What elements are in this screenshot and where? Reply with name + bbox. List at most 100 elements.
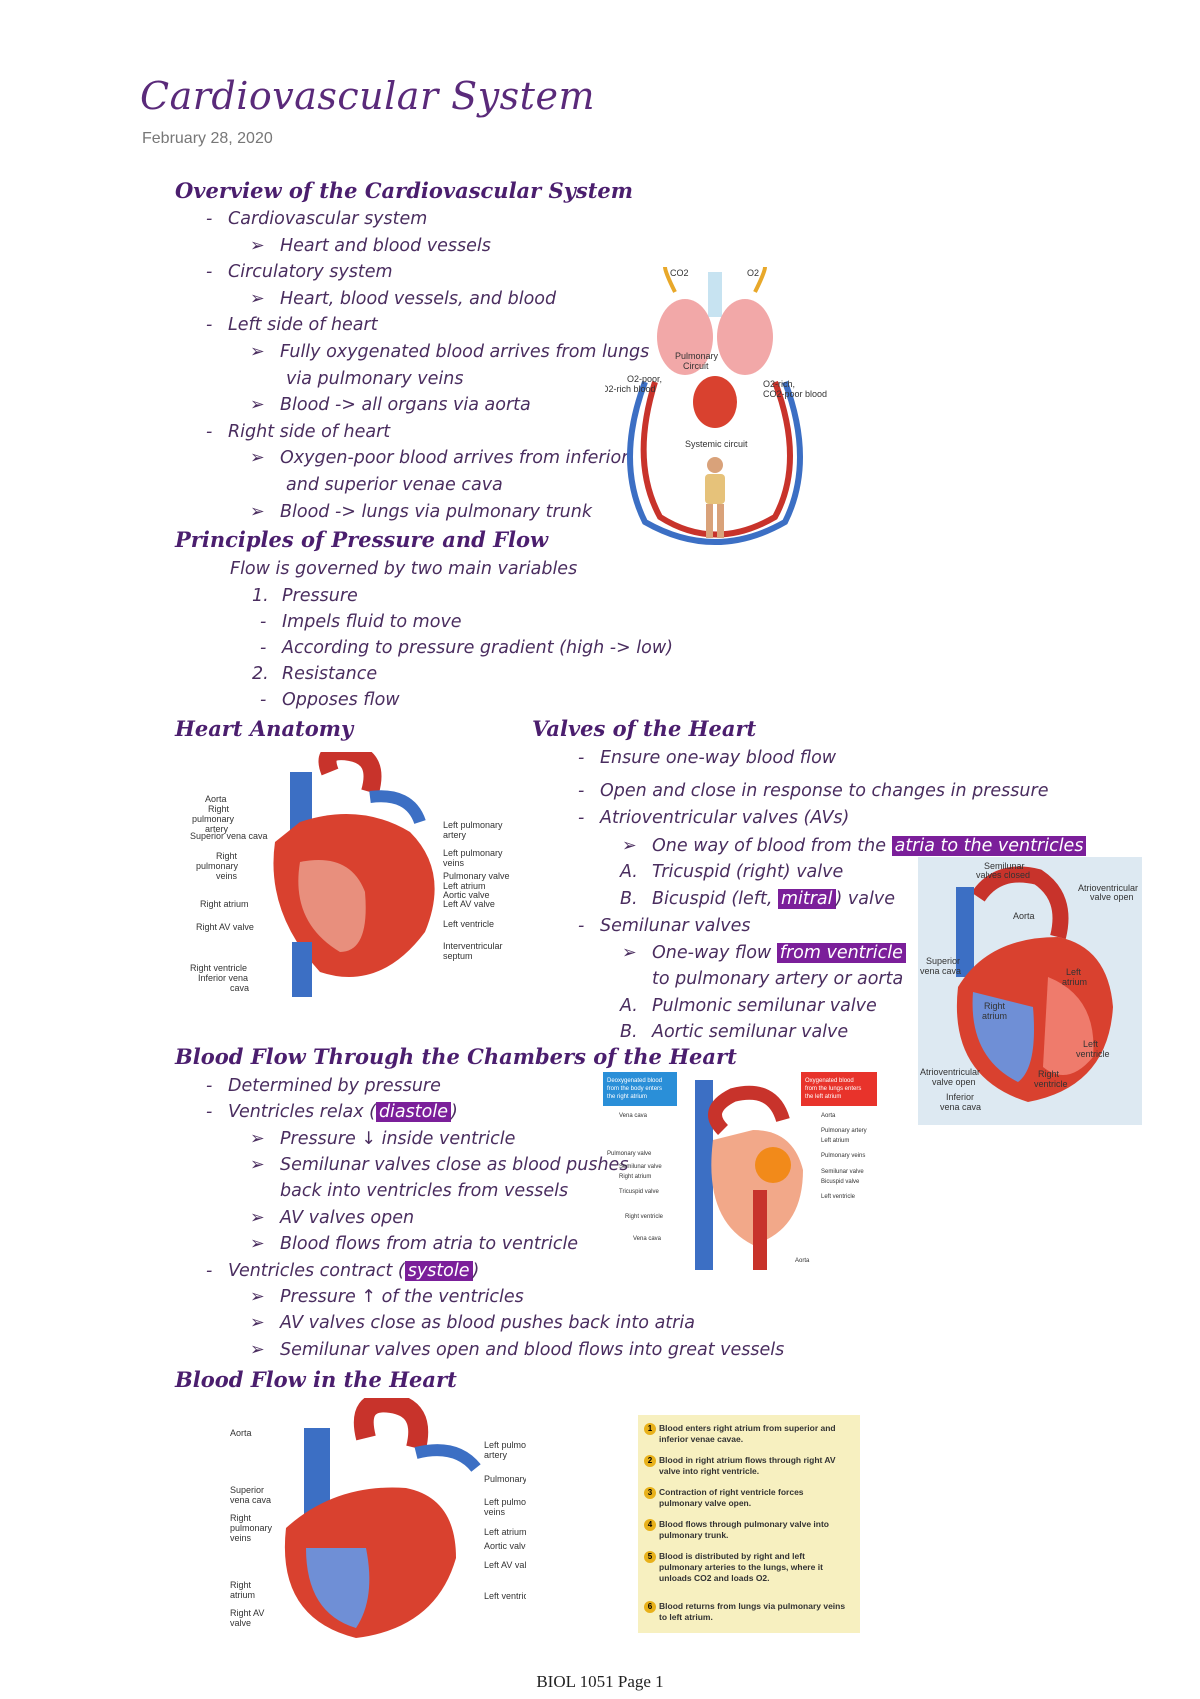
left-ventricle-highlight [755,1147,791,1183]
bf-left-atrium: Left atrium [484,1527,526,1537]
dash: - [260,638,267,658]
vfig-ra-2: atrium [982,1011,1007,1021]
label-right-pv-1: Right [216,851,238,861]
arrow-bullet: ➢ [250,448,265,469]
vfig-aorta: Aorta [1013,911,1035,921]
vena-cava-tube [695,1080,713,1270]
label-left-pa-1: Left pulmonary [443,820,503,830]
label-svc: Superior vena cava [190,831,268,841]
label-left-av-valve: Left AV valve [443,899,495,909]
vfig-lv-2: ventricle [1076,1049,1110,1059]
step-text: Blood is distributed by right and left p… [659,1551,823,1583]
page-date: February 28, 2020 [142,130,273,147]
overview-item: Left side of heart [228,315,378,336]
step-text: Blood in right atrium flows through righ… [659,1455,836,1476]
pulmonary-label: Pulmonary [675,351,719,361]
chambers-line-6: AV valves open [280,1208,415,1228]
valves-line-7: Semilunar valves [600,916,751,936]
overview-item: and superior venae cava [286,475,503,495]
arrow-bullet: ➢ [250,288,265,309]
heart-shape [693,376,737,428]
arrow-bullet: ➢ [250,501,265,522]
valves-line-11: Aortic semilunar valve [652,1022,849,1042]
bf-svc-1: Superior [230,1485,264,1495]
valves-line-1: Ensure one-way blood flow [600,748,837,768]
vfig-lv-1: Left [1083,1039,1099,1049]
valves-line-5: Tricuspid (right) valve [652,862,844,882]
deoxygenated-box [603,1072,677,1106]
left-lung [657,299,713,375]
arrow-bullet: ➢ [250,1208,265,1228]
cf-pulmonary-valve: Pulmonary valve [607,1151,652,1157]
vfig-la-2: atrium [1062,977,1087,987]
label-right-pa-1: Right [208,804,230,814]
cf-semilunar-valve: Semilunar valve [619,1164,662,1170]
deox-caption-2: from the body enters [607,1086,662,1092]
chambers-line-10: AV valves close as blood pushes back int… [280,1313,695,1333]
label-left-atrium: Left atrium [443,881,486,891]
ox-caption-1: Oxygenated blood [805,1078,854,1084]
arrow-bullet: ➢ [250,235,265,256]
page-title: Cardiovascular System [140,74,595,118]
co2-rich-label: CO2-rich blood [605,384,656,394]
ox-caption-2: from the lungs enters [805,1086,861,1092]
valves-fig-svc [956,887,974,977]
vfig-av-2: valve open [932,1077,976,1087]
chambers-line-3: Pressure ↓ inside ventricle [280,1129,516,1149]
chamber-flow-figure: Deoxygenated blood from the body enters … [603,1072,877,1270]
valves-line-4: One way of blood from the atria to the v… [652,833,1087,859]
label-ivc-1: Inferior vena [198,973,248,983]
vfig-la-1: Left [1066,967,1082,977]
dash: - [260,690,267,710]
vfig-avopen-2: valve open [1090,892,1134,902]
vfig-av-1: Atrioventricular [920,1067,980,1077]
cf-bicuspid-valve: Bicuspid valve [821,1179,860,1185]
right-lung [717,299,773,375]
pressure-number-1: 1. [252,586,269,606]
arrow-bullet: ➢ [622,943,637,963]
label-septum-2: septum [443,951,473,961]
valves-line-10: Pulmonic semilunar valve [652,996,877,1016]
flow-right-chambers [306,1548,370,1628]
overview-item: Oxygen-poor blood arrives from inferior [280,448,629,469]
label-right-pa-3: artery [205,824,229,834]
arrow-bullet: ➢ [250,342,265,362]
vfig-avopen-1: Atrioventricular [1078,883,1138,893]
vfig-rv-2: ventricle [1034,1079,1068,1089]
valves-line-4-text: One way of blood from the [652,836,892,856]
flow-heading: Blood Flow in the Heart [175,1367,457,1392]
bf-aortic-valve: Aortic valve [484,1541,526,1551]
cf-left-ventricle: Left ventricle [821,1194,856,1200]
valves-line-8-text: One-way flow [652,943,777,963]
chambers-line-4: Semilunar valves close as blood pushes [280,1155,629,1175]
ventricle-interior [298,860,366,952]
step-number-icon: 5 [644,1551,656,1563]
dash: - [206,1076,213,1096]
bf-rav-2: valve [230,1618,251,1628]
bf-ra-2: atrium [230,1590,255,1600]
chambers-line-2-end: ) [450,1102,458,1122]
deox-caption-3: the right atrium [607,1094,647,1100]
cf-left-atrium: Left atrium [821,1138,849,1144]
highlight-mitral: mitral [777,889,836,909]
label-left-pa-2: artery [443,830,467,840]
dash: - [206,1102,213,1122]
bf-left-ventricle: Left ventricle [484,1591,526,1601]
arrow-bullet: ➢ [250,1155,265,1175]
aorta-tube [708,1085,790,1135]
vfig-semi-1: Semilunar [984,861,1025,871]
pressure-number-2: 2. [252,664,269,684]
bf-svc-2: vena cava [230,1495,271,1505]
pulmonary-artery [369,790,426,825]
dash: - [206,315,213,336]
valves-line-9: to pulmonary artery or aorta [652,969,904,989]
chambers-line-2: Ventricles relax (diastole) [228,1099,458,1125]
valves-fig-right-chambers [972,992,1034,1082]
svc-vessel [290,772,312,832]
valves-line-8: One-way flow from ventricle [652,940,906,966]
chambers-line-8-text: Ventricles contract ( [228,1261,405,1281]
